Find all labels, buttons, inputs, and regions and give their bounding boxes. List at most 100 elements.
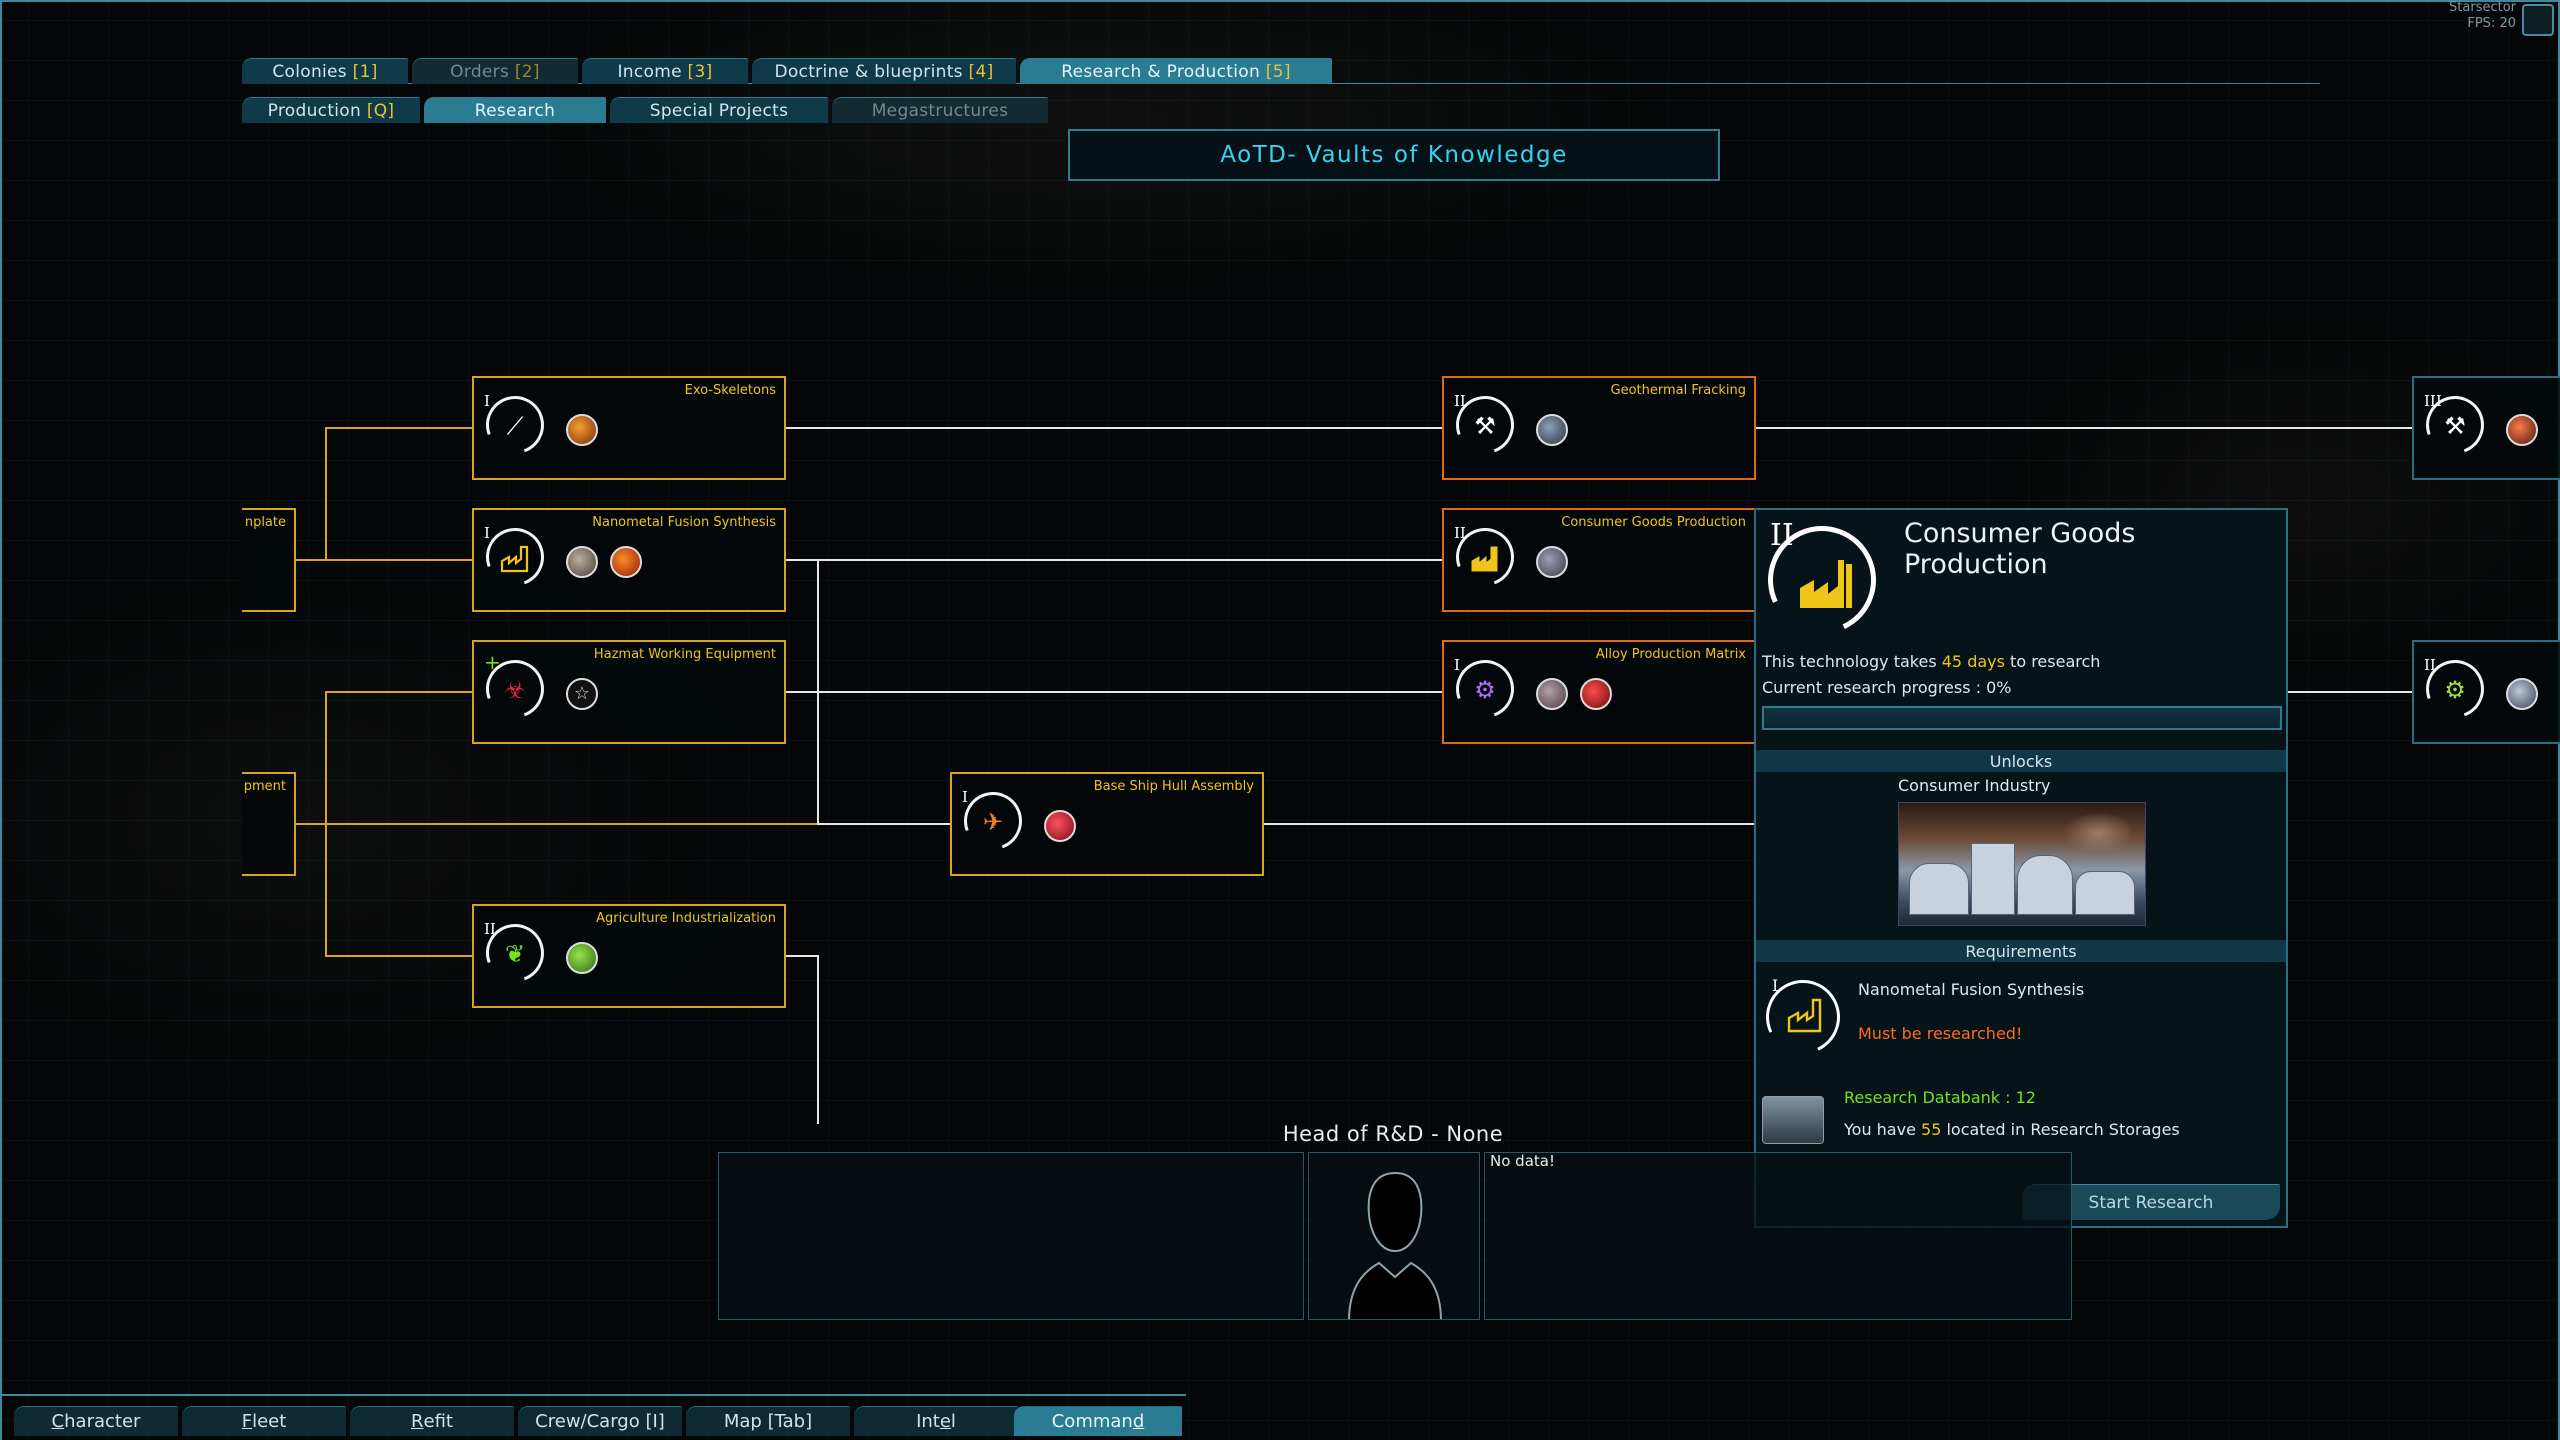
subtab-megastructures[interactable]: Megastructures bbox=[832, 97, 1048, 123]
research-time-text: This technology takes 45 days to researc… bbox=[1762, 652, 2100, 671]
tab-hotkey: [Q] bbox=[366, 100, 395, 121]
fps-readout: Starsector FPS: 20 bbox=[2449, 0, 2516, 32]
head-rd-portrait[interactable] bbox=[1308, 1152, 1480, 1320]
tab-label-rest: haracter bbox=[64, 1411, 141, 1432]
tab-label: Int bbox=[916, 1411, 940, 1432]
bottom-tab-map[interactable]: Map [Tab] bbox=[686, 1406, 850, 1436]
factory-icon bbox=[1800, 560, 1852, 608]
game-name: Starsector bbox=[2449, 0, 2516, 15]
head-rd-title: Head of R&D - None bbox=[1282, 1122, 1504, 1146]
node-tier: II bbox=[1454, 392, 1466, 410]
start-research-label: Start Research bbox=[2088, 1192, 2214, 1213]
subtab-production[interactable]: Production [Q] bbox=[242, 97, 420, 123]
tab-hotkey: [4] bbox=[968, 61, 994, 82]
tab-orders[interactable]: Orders [2] bbox=[412, 58, 578, 84]
resource-icon bbox=[1044, 810, 1076, 842]
tech-node-exo-skeletons[interactable]: Exo-Skeletons I ⟋ bbox=[472, 376, 786, 480]
research-time-prefix: This technology takes bbox=[1762, 652, 1942, 671]
node-tier: I bbox=[1454, 656, 1460, 674]
star-icon: ☆ bbox=[566, 678, 598, 710]
resource-icon bbox=[566, 546, 598, 578]
tab-research-production[interactable]: Research & Production [5] bbox=[1020, 58, 1332, 84]
bottom-tab-crew-cargo[interactable]: Crew/Cargo [I] bbox=[518, 1406, 682, 1436]
tab-hotkey: C bbox=[51, 1411, 65, 1432]
tech-node-nanometal-fusion[interactable]: Nanometal Fusion Synthesis I bbox=[472, 508, 786, 612]
tech-node-geothermal-fracking[interactable]: Geothermal Fracking II ⚒ bbox=[1442, 376, 1756, 480]
head-rd-info-panel bbox=[1484, 1152, 2072, 1320]
ship-hull-icon: ✈ bbox=[982, 808, 1004, 836]
tab-hotkey: d bbox=[1132, 1411, 1145, 1432]
tab-label: Special Projects bbox=[649, 100, 789, 121]
tech-node-agriculture[interactable]: Agriculture Industrialization II ❦ bbox=[472, 904, 786, 1008]
tab-label: Comman bbox=[1051, 1411, 1133, 1432]
resource-icon bbox=[1536, 414, 1568, 446]
drill-icon: ⚒ bbox=[2444, 412, 2466, 440]
tab-label: Megastructures bbox=[871, 100, 1009, 121]
research-days: 45 days bbox=[1941, 652, 2005, 671]
tech-node-base-ship-hull[interactable]: Base Ship Hull Assembly I ✈ bbox=[950, 772, 1264, 876]
resource-icon bbox=[1536, 546, 1568, 578]
tech-node-right-top[interactable]: III ⚒ bbox=[2412, 376, 2560, 480]
resource-icon bbox=[566, 942, 598, 974]
frame-top bbox=[0, 0, 2560, 2]
tab-income[interactable]: Income [3] bbox=[582, 58, 748, 84]
subtab-special-projects[interactable]: Special Projects bbox=[610, 97, 828, 123]
tab-hotkey: [1] bbox=[352, 61, 378, 82]
building-shape bbox=[2017, 855, 2073, 915]
node-tier: II bbox=[1454, 524, 1466, 542]
node-title: Exo-Skeletons bbox=[684, 383, 776, 398]
detail-tier: II bbox=[1770, 518, 1794, 553]
fps-value: 20 bbox=[2499, 16, 2516, 31]
resource-icon bbox=[1580, 678, 1612, 710]
resource-icon bbox=[566, 414, 598, 446]
consumer-industry-image[interactable] bbox=[1898, 802, 2146, 926]
head-rd-no-data: No data! bbox=[1490, 1152, 1555, 1170]
databank-label: Research Databank : 12 bbox=[1844, 1088, 2036, 1107]
tab-doctrine-blueprints[interactable]: Doctrine & blueprints [4] bbox=[752, 58, 1016, 84]
node-tier: II bbox=[484, 920, 496, 938]
plant-icon: ❦ bbox=[504, 940, 526, 968]
plus-icon: + bbox=[484, 650, 501, 674]
factory-icon bbox=[1787, 998, 1822, 1033]
building-shape bbox=[1971, 843, 2015, 915]
node-title: nplate bbox=[244, 515, 286, 530]
tech-node-right-mid[interactable]: II ⚙ bbox=[2412, 640, 2560, 744]
node-title: pment bbox=[243, 779, 286, 794]
bottom-bar-line bbox=[0, 1394, 1186, 1396]
unlock-name: Consumer Industry bbox=[1898, 776, 2051, 795]
tab-label-rest: leet bbox=[252, 1411, 287, 1432]
tech-node-hazmat-equipment[interactable]: Hazmat Working Equipment + ☣ ☆ bbox=[472, 640, 786, 744]
corner-menu-icon[interactable] bbox=[2522, 4, 2554, 36]
tech-node-clipped-top[interactable]: nplate bbox=[242, 508, 296, 612]
storage-count: 55 bbox=[1921, 1120, 1942, 1139]
node-tier: I bbox=[962, 788, 968, 806]
tab-label: Map [Tab] bbox=[723, 1411, 813, 1432]
tech-node-consumer-goods[interactable]: Consumer Goods Production II bbox=[1442, 508, 1756, 612]
pickaxe-icon: ⚒ bbox=[1474, 412, 1496, 440]
tab-colonies[interactable]: Colonies [1] bbox=[242, 58, 408, 84]
alloy-icon: ⚙ bbox=[1474, 676, 1496, 704]
requirement-name: Nanometal Fusion Synthesis bbox=[1858, 980, 2085, 999]
tab-hotkey: [5] bbox=[1265, 61, 1291, 82]
databank-icon bbox=[1762, 1096, 1824, 1144]
detail-title: Consumer Goods Production bbox=[1904, 518, 2136, 580]
resource-icon bbox=[2506, 414, 2538, 446]
tab-hotkey: R bbox=[411, 1411, 424, 1432]
resource-icon bbox=[610, 546, 642, 578]
subtab-research[interactable]: Research bbox=[424, 97, 606, 123]
tech-node-clipped-bottom[interactable]: pment bbox=[242, 772, 296, 876]
fps-label: FPS: bbox=[2467, 16, 2496, 31]
research-progress-label: Current research progress : 0% bbox=[1762, 678, 2012, 697]
tab-label-rest: l bbox=[950, 1411, 956, 1432]
tech-node-alloy-production[interactable]: Alloy Production Matrix I ⚙ bbox=[1442, 640, 1756, 744]
requirement-tier: I bbox=[1772, 976, 1779, 995]
research-time-suffix: to research bbox=[2004, 652, 2101, 671]
tab-label: Income bbox=[617, 61, 682, 82]
storage-count-text: You have 55 located in Research Storages bbox=[1844, 1120, 2180, 1139]
tab-label: Crew/Cargo [I] bbox=[535, 1411, 665, 1432]
